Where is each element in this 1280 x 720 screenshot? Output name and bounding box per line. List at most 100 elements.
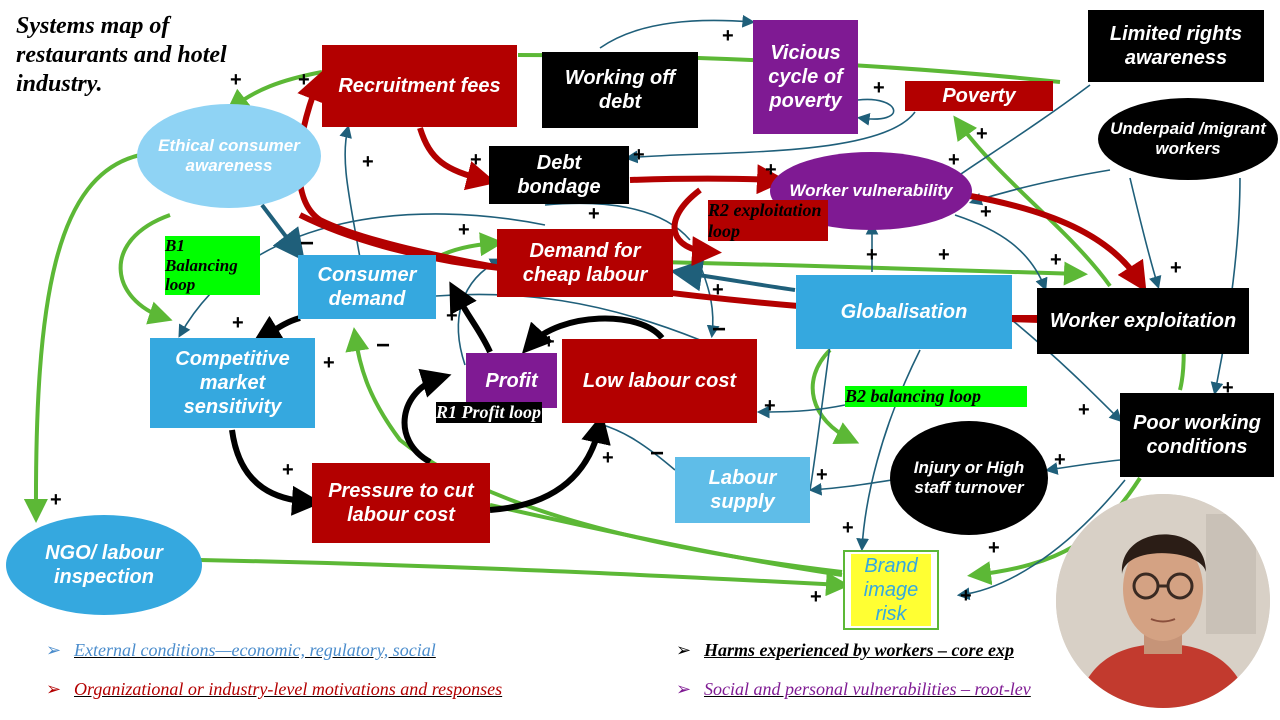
link-debt-vuln [629, 164, 787, 195]
link-ethical-b1 [118, 213, 173, 325]
sign-plus: + [948, 149, 960, 171]
brand-image-risk-text: Brand image risk [851, 554, 931, 626]
sign-plus: + [938, 244, 950, 266]
sign-minus: − [300, 230, 315, 257]
node-demand-cheap-labour[interactable]: Demand for cheap labour [497, 229, 673, 297]
sign-plus: + [446, 305, 458, 327]
sign-minus: − [650, 440, 665, 467]
sign-plus: + [543, 331, 555, 353]
sign-plus: + [633, 144, 645, 166]
link-competitive-pressure [229, 429, 322, 516]
link-glob-cheap [670, 259, 796, 292]
legend-item-organizational: ➢Organizational or industry-level motiva… [46, 679, 502, 700]
loop-label-r1: R1 Profit loop [436, 402, 542, 423]
sign-minus: − [712, 316, 727, 343]
sign-plus: + [842, 517, 854, 539]
link-ngo-brand [199, 558, 850, 597]
link-underpaid-vuln [968, 169, 1111, 206]
legend-bullet-icon: ➢ [46, 640, 62, 660]
node-worker-exploitation[interactable]: Worker exploitation [1037, 288, 1249, 354]
link-underpaid-exploit-b [1210, 177, 1241, 396]
link-debt-vicious [599, 14, 756, 49]
node-labour-supply[interactable]: Labour supply [675, 457, 810, 523]
legend-bullet-icon: ➢ [46, 679, 62, 699]
node-poverty[interactable]: Poverty [905, 81, 1053, 111]
legend-item-social: ➢ Social and personal vulnerabilities – r… [676, 679, 1031, 700]
link-vuln-exploit-teal [954, 214, 1048, 291]
link-demand-cheap-red [298, 212, 501, 271]
legend-item-harms: ➢ Harms experienced by workers – core exp [676, 640, 1014, 661]
link-pressure-profit [401, 368, 452, 465]
sign-plus: + [976, 123, 988, 145]
node-limited-rights-awareness[interactable]: Limited rights awareness [1088, 10, 1264, 82]
sign-plus: + [362, 151, 374, 173]
legend-text: Harms experienced by workers – core exp [704, 640, 1014, 660]
link-ethical-ngo [23, 153, 141, 523]
sign-plus: + [722, 25, 734, 47]
sign-plus: + [873, 77, 885, 99]
sign-plus: + [323, 352, 335, 374]
link-glob-poor [1011, 319, 1123, 423]
sign-plus: + [1050, 249, 1062, 271]
loop-label-r2: R2 exploitation loop [708, 200, 828, 242]
sign-plus: + [988, 537, 1000, 559]
sign-plus: + [298, 69, 310, 91]
webcam-overlay [1056, 494, 1270, 708]
link-vuln-exploit [964, 192, 1147, 293]
legend-bullet-icon: ➢ [676, 679, 692, 699]
sign-plus: + [810, 586, 822, 608]
node-low-labour-cost[interactable]: Low labour cost [562, 339, 757, 423]
link-poor-brand-teal [956, 479, 1126, 601]
link-injury-labour [808, 479, 893, 496]
node-competitive-market-sensitivity[interactable]: Competitive market sensitivity [150, 338, 315, 428]
sign-plus: + [866, 244, 878, 266]
node-consumer-demand[interactable]: Consumer demand [298, 255, 436, 319]
link-glob-b2 [810, 348, 860, 444]
sign-plus: + [458, 219, 470, 241]
sign-plus: + [1170, 257, 1182, 279]
node-injury-staff-turnover[interactable]: Injury or High staff turnover [890, 421, 1048, 535]
sign-plus: + [960, 585, 972, 607]
node-brand-image-risk[interactable]: Brand image risk [843, 550, 939, 630]
node-recruitment-fees[interactable]: Recruitment fees [322, 45, 517, 127]
node-ngo-labour-inspection[interactable]: NGO/ labour inspection [6, 515, 202, 615]
link-consumer-competitive [251, 315, 301, 345]
node-ethical-consumer-awareness[interactable]: Ethical consumer awareness [137, 104, 321, 208]
link-vicious-self [856, 98, 895, 126]
link-glob-brand [856, 349, 921, 552]
sign-plus: + [1054, 449, 1066, 471]
legend-bullet-icon: ➢ [676, 640, 692, 660]
sign-plus: + [470, 149, 482, 171]
link-exploitation-poverty [953, 115, 1112, 288]
link-poor-injury [1044, 459, 1121, 475]
node-profit[interactable]: Profit [466, 353, 557, 408]
sign-plus: + [816, 464, 828, 486]
legend-item-external: ➢ External conditions—economic, regulator… [46, 640, 436, 661]
node-debt-bondage[interactable]: Debt bondage [489, 146, 629, 204]
sign-plus: + [980, 201, 992, 223]
link-underpaid-exploit-a [1129, 177, 1162, 290]
diagram-title: Systems map of restaurants and hotel ind… [16, 13, 227, 97]
link-b2-low [756, 404, 846, 419]
sign-plus: + [50, 489, 62, 511]
sign-plus: + [602, 447, 614, 469]
node-underpaid-migrant-workers[interactable]: Underpaid /migrant workers [1098, 98, 1278, 180]
link-poverty-debtbondage [624, 111, 916, 164]
link-profit-consumer [449, 281, 493, 354]
sign-plus: + [1078, 399, 1090, 421]
sign-plus: + [712, 279, 724, 301]
link-r2-loop [671, 187, 722, 267]
link-glob-labour [809, 344, 831, 491]
legend-text: Social and personal vulnerabilities – ro… [704, 679, 1031, 699]
link-ethical-consumer [260, 203, 305, 262]
node-vicious-cycle[interactable]: Vicious cycle of poverty [753, 20, 858, 134]
node-working-off-debt[interactable]: Working off debt [542, 52, 698, 128]
sign-plus: + [765, 159, 777, 181]
node-poor-working-conditions[interactable]: Poor working conditions [1120, 393, 1274, 477]
sign-plus: + [1222, 377, 1234, 399]
legend-text: External conditions—economic, regulatory… [74, 640, 436, 660]
node-pressure-cut-labour-cost[interactable]: Pressure to cut labour cost [312, 463, 490, 543]
sign-plus: + [764, 395, 776, 417]
node-globalisation[interactable]: Globalisation [796, 275, 1012, 349]
